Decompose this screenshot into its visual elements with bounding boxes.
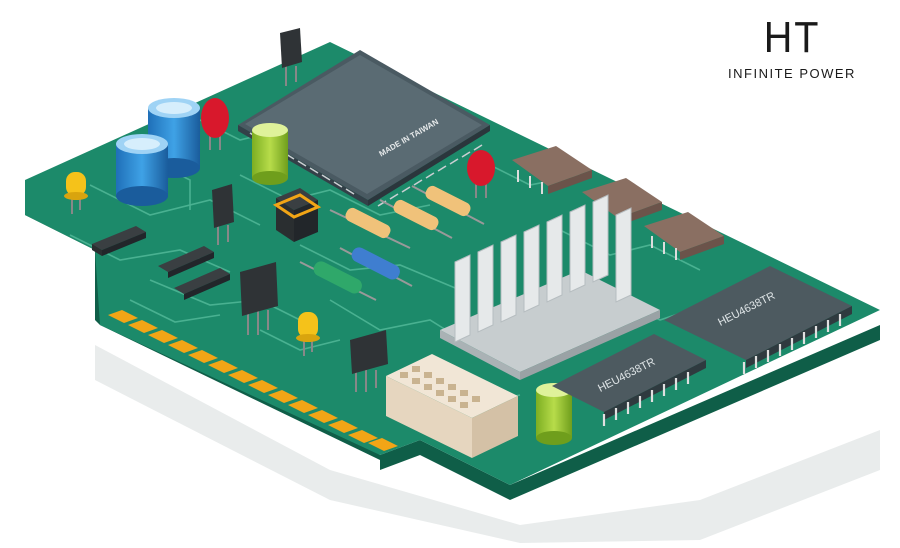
ic-chip-right: HEU4638TR [664,266,852,374]
regulator-block [272,188,322,242]
smd-chip [92,226,146,256]
resistor [379,199,453,239]
dip-chip [644,212,724,260]
edge-connector-pins [108,310,398,451]
pin-header [386,354,518,458]
transistor [280,28,302,86]
board-edge [25,180,880,500]
yellow-led [64,172,88,214]
board-shadow [95,345,880,543]
red-ceramic-capacitor [467,150,495,198]
ic-chip-left: HEU4638TR [552,334,706,426]
red-ceramic-capacitor [201,98,229,150]
smd-chip [174,268,230,300]
heatsink [440,194,660,380]
green-capacitor [252,123,288,185]
blue-capacitor [116,134,168,206]
resistor-blue [339,247,413,287]
brand-logo: HT INFINITE POWER [712,14,872,86]
dip-chip [512,146,592,194]
power-transistor [350,330,388,392]
resistor [329,207,411,249]
transistor [212,184,234,245]
yellow-led [296,312,320,356]
logo-tagline: INFINITE POWER [728,66,856,81]
smd-chip [158,246,214,278]
logo-mark: HT [763,13,821,62]
power-transistor [240,262,278,335]
resistor-green [299,261,377,301]
resistor [411,185,485,225]
